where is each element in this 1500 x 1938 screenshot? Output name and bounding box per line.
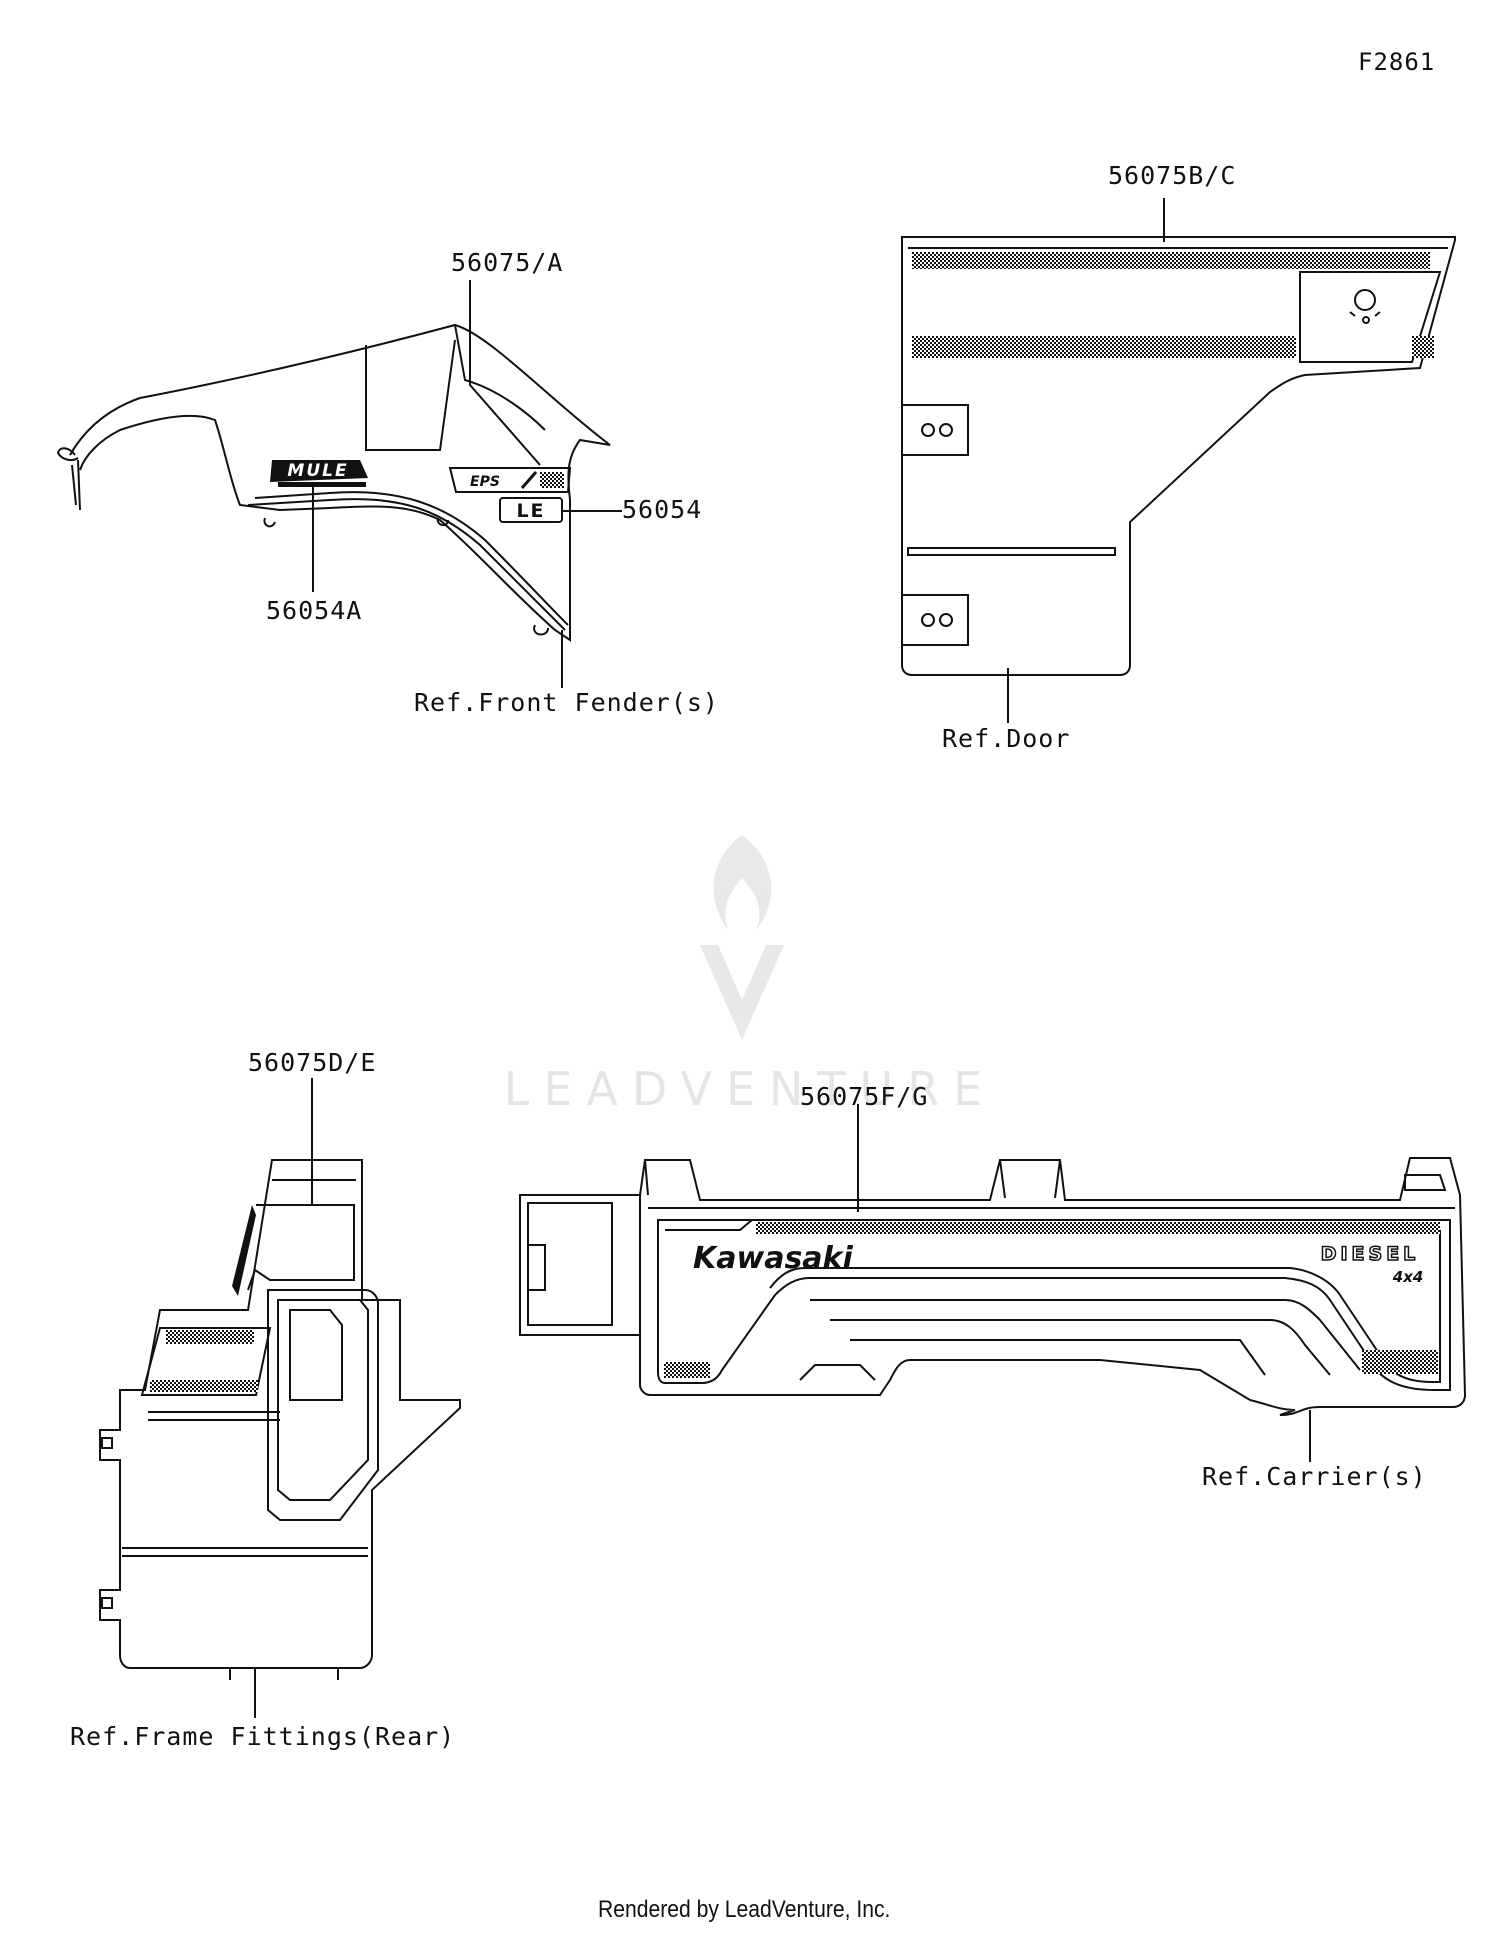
ref-carrier: Ref.Carrier(s) <box>1202 1462 1427 1491</box>
diesel-decal: DIESEL 4x4 <box>1320 1242 1424 1286</box>
kawasaki-decal-text: Kawasaki <box>693 1241 854 1276</box>
frame-fittings-decal-stripes <box>150 1205 258 1392</box>
callout-56075fg: 56075F/G <box>800 1082 929 1111</box>
ref-front-fender: Ref.Front Fender(s) <box>414 688 719 717</box>
callout-56054a: 56054A <box>266 596 363 625</box>
watermark-logo <box>700 835 784 1040</box>
kawasaki-decal: Kawasaki <box>693 1241 854 1276</box>
watermark-text: LEADVENTURE <box>504 1062 997 1116</box>
fourbyfour-decal-text: 4x4 <box>1392 1268 1424 1286</box>
eps-decal-text: EPS <box>470 474 500 490</box>
carrier-drawing <box>519 1157 1467 1416</box>
callout-56075a: 56075/A <box>451 248 564 277</box>
ref-door: Ref.Door <box>942 724 1071 753</box>
callout-56075de: 56075D/E <box>248 1048 377 1077</box>
le-decal: LE <box>499 497 563 523</box>
le-decal-text: LE <box>516 500 545 522</box>
mule-decal-text: MULE <box>287 461 348 481</box>
door-drawing <box>901 236 1456 676</box>
front-fender-drawing <box>56 323 611 642</box>
diagram-id: F2861 <box>1358 48 1436 76</box>
leader-lines <box>254 198 1311 1718</box>
carrier-decal-stripes <box>664 1222 1440 1378</box>
callout-56054: 56054 <box>622 495 703 524</box>
door-decal-stripes <box>912 252 1434 358</box>
mule-decal: MULE <box>270 460 368 487</box>
footer-credit: Rendered by LeadVenture, Inc. <box>598 1896 891 1923</box>
frame-fittings-drawing <box>99 1159 461 1680</box>
ref-frame-fittings: Ref.Frame Fittings(Rear) <box>70 1722 456 1751</box>
eps-decal: EPS <box>448 467 572 493</box>
callout-56075bc: 56075B/C <box>1108 161 1237 190</box>
diesel-decal-text: DIESEL <box>1321 1243 1420 1265</box>
